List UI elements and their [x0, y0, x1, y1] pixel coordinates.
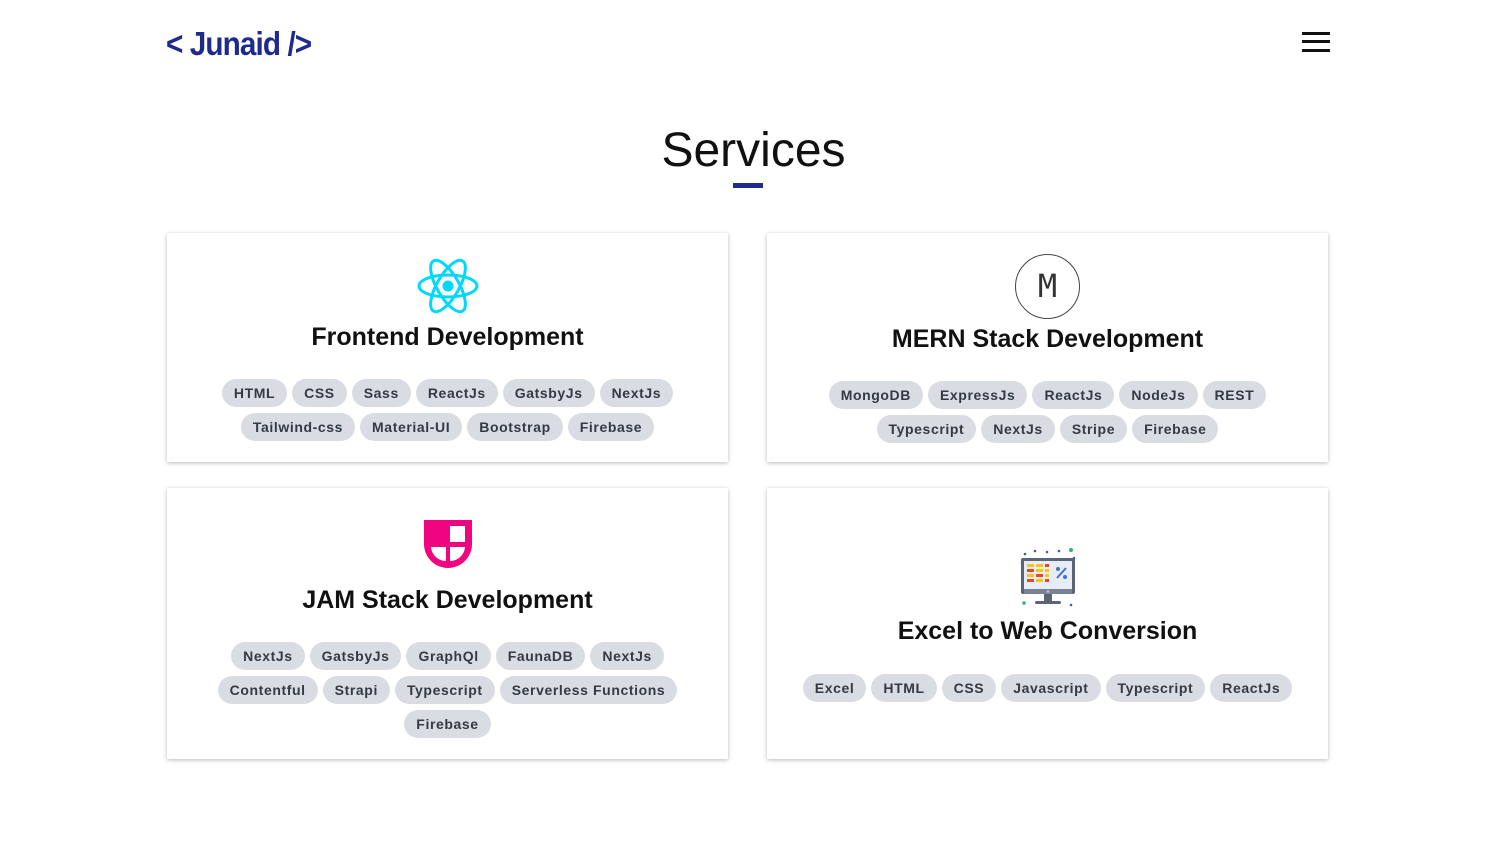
- tag: REST: [1202, 381, 1267, 409]
- tag: GraphQl: [406, 642, 491, 670]
- tag-list: Excel HTML CSS Javascript Typescript Rea…: [767, 674, 1328, 702]
- tag-list: MongoDB ExpressJs ReactJs NodeJs REST Ty…: [767, 381, 1328, 443]
- tag: Material-UI: [360, 413, 463, 441]
- menu-bar: [1302, 32, 1330, 35]
- service-title: JAM Stack Development: [302, 586, 593, 614]
- service-title: Frontend Development: [311, 323, 584, 351]
- service-title: Excel to Web Conversion: [897, 617, 1198, 645]
- menu-bar: [1302, 40, 1330, 43]
- tag: NextJs: [590, 642, 664, 670]
- tag: CSS: [292, 379, 347, 407]
- tag: GatsbyJs: [502, 379, 595, 407]
- tag: GatsbyJs: [309, 642, 402, 670]
- tag: Serverless Functions: [499, 676, 678, 704]
- tag-list: HTML CSS Sass ReactJs GatsbyJs NextJs Ta…: [167, 379, 728, 441]
- service-card-excel: Excel to Web Conversion Excel HTML CSS J…: [767, 488, 1328, 759]
- title-underline: [733, 183, 763, 188]
- tag: FaunaDB: [495, 642, 586, 670]
- tag: HTML: [221, 379, 288, 407]
- tag: CSS: [941, 674, 997, 702]
- tag: NodeJs: [1119, 381, 1198, 409]
- tag: Firebase: [404, 710, 491, 738]
- tag: Javascript: [1001, 674, 1101, 702]
- m-letter: M: [1015, 253, 1080, 319]
- tag: Bootstrap: [467, 413, 563, 441]
- mern-m-icon: M: [767, 253, 1328, 319]
- tag: Sass: [351, 379, 411, 407]
- tag: ExpressJs: [927, 381, 1028, 409]
- tag: NextJs: [599, 379, 674, 407]
- tag: MongoDB: [828, 381, 923, 409]
- service-card-frontend: Frontend Development HTML CSS Sass React…: [167, 233, 728, 462]
- tag: Typescript: [876, 415, 977, 443]
- service-card-mern: M MERN Stack Development MongoDB Express…: [767, 233, 1328, 462]
- tag: Firebase: [1132, 415, 1219, 443]
- tag: ReactJs: [1210, 674, 1293, 702]
- tag-list: NextJs GatsbyJs GraphQl FaunaDB NextJs C…: [167, 642, 728, 738]
- tag: Typescript: [1105, 674, 1206, 702]
- excel-monitor-icon: [767, 548, 1328, 608]
- section-title: Services: [661, 124, 846, 177]
- service-card-jamstack: JAM Stack Development NextJs GatsbyJs Gr…: [167, 488, 728, 759]
- tag: Typescript: [394, 676, 495, 704]
- tag: NextJs: [231, 642, 305, 670]
- service-title: MERN Stack Development: [891, 325, 1204, 353]
- hamburger-menu-icon[interactable]: [1302, 31, 1330, 53]
- tag: Tailwind-css: [240, 413, 356, 441]
- tag: Stripe: [1059, 415, 1128, 443]
- tag: HTML: [871, 674, 937, 702]
- tag: ReactJs: [415, 379, 498, 407]
- tag: Strapi: [322, 676, 390, 704]
- tag: Firebase: [567, 413, 655, 441]
- tag: Excel: [802, 674, 867, 702]
- react-icon: [167, 255, 728, 317]
- logo[interactable]: < Junaid />: [166, 25, 312, 62]
- menu-bar: [1302, 49, 1330, 52]
- tag: NextJs: [981, 415, 1055, 443]
- site-header: < Junaid />: [166, 24, 1330, 64]
- jamstack-icon: [167, 518, 728, 570]
- tag: ReactJs: [1032, 381, 1115, 409]
- tag: Contentful: [217, 676, 318, 704]
